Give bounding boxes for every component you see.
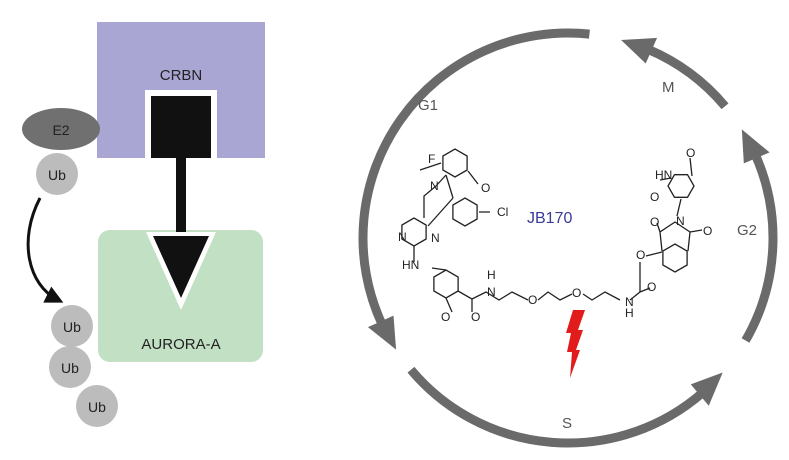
ub-label: Ub <box>48 167 66 183</box>
g1-arc <box>358 28 590 327</box>
atom-label: N <box>398 230 407 244</box>
phase-label-g1: G1 <box>418 97 438 114</box>
azepine-bonds <box>423 174 454 227</box>
jb170-structure <box>401 148 703 313</box>
arrowhead-icon <box>690 372 723 406</box>
benzamide-ring <box>433 269 459 299</box>
atom-label: O <box>650 215 659 229</box>
m-arc <box>646 45 729 110</box>
s-arc <box>407 366 706 448</box>
atom-label: O <box>441 310 450 324</box>
imide-bonds <box>656 198 703 252</box>
crbn-label: CRBN <box>160 67 203 84</box>
g2-arc <box>741 152 778 343</box>
atom-label: O <box>636 248 645 262</box>
phthalimide-benzene-ring <box>662 243 688 273</box>
substituent-bonds <box>419 162 490 213</box>
cell-cycle <box>358 28 778 448</box>
e2-label: E2 <box>52 122 69 138</box>
atom-label: N <box>676 214 685 228</box>
ub-chain-label: Ub <box>61 360 79 376</box>
atom-label: H <box>625 306 634 320</box>
aurora-label: AURORA-A <box>141 336 220 353</box>
compound-name: JB170 <box>527 210 572 227</box>
atom-label: O <box>471 310 480 324</box>
lightning-bolt-icon <box>566 310 585 378</box>
atom-label: N <box>625 295 634 309</box>
polyubiquitin-chain: Ub Ub Ub <box>49 305 118 427</box>
atom-label: N <box>430 179 439 193</box>
atom-label: HN <box>655 168 672 182</box>
atom-label: HN <box>402 258 419 272</box>
fluorophenyl-ring <box>442 148 468 178</box>
atom-label: F <box>428 152 435 166</box>
ub-chain-label: Ub <box>63 319 81 335</box>
linker-bonds <box>457 251 663 312</box>
atom-label: N <box>487 285 496 299</box>
arrowhead-icon <box>367 315 397 350</box>
atom-label: O <box>647 280 656 294</box>
degrader-arrow <box>145 90 217 310</box>
atom-label: O <box>481 181 490 195</box>
arrowhead-icon <box>741 129 770 164</box>
atom-label: O <box>650 190 659 204</box>
atom-label: O <box>703 224 712 238</box>
atom-label: O <box>686 146 695 160</box>
aniline-bonds <box>413 246 447 271</box>
ubiquitin <box>36 153 78 195</box>
atom-label: Cl <box>497 205 508 219</box>
arrowhead-icon <box>621 37 658 64</box>
phase-label-g2: G2 <box>737 222 757 239</box>
methoxy-bond <box>445 297 453 313</box>
e2-enzyme <box>22 108 100 150</box>
atom-label: H <box>487 268 496 282</box>
ubiquitin-transfer-arrow <box>26 197 64 303</box>
ub-chain-label: Ub <box>88 399 106 415</box>
atom-label: O <box>528 293 537 307</box>
glutarimide-ring <box>667 174 695 198</box>
phase-label-s: S <box>562 415 572 432</box>
glutarimide-carbonyls <box>659 157 693 181</box>
phase-label-m: M <box>662 79 675 96</box>
atom-label: N <box>431 231 440 245</box>
chlorophenyl-ring <box>452 197 478 227</box>
atom-label: O <box>572 286 581 300</box>
